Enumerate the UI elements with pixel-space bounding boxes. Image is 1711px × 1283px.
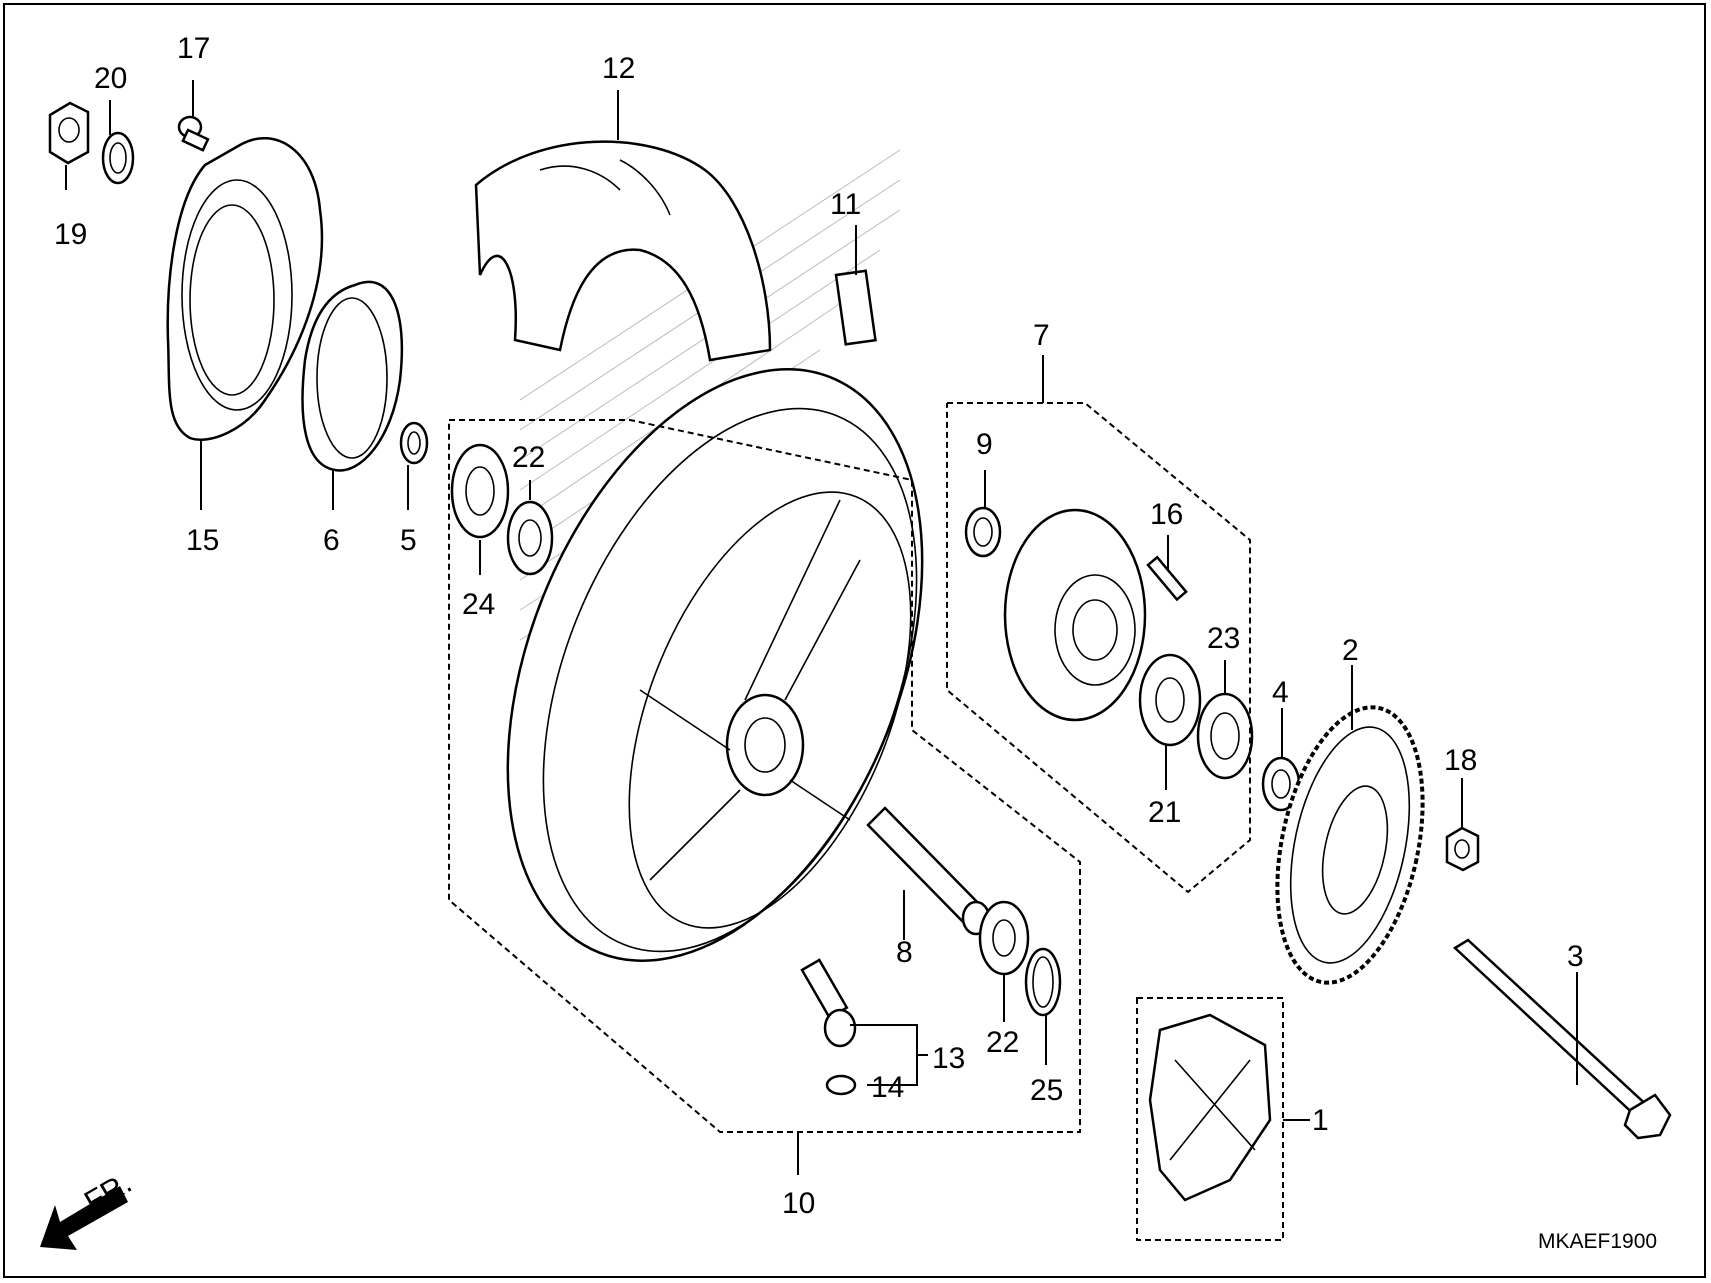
part-18-nut	[1445, 826, 1480, 872]
callout-24: 24	[462, 588, 495, 621]
part-25-circlip	[1024, 947, 1062, 1017]
callout-20: 20	[94, 62, 127, 95]
front-direction-arrow: FR.	[40, 1166, 137, 1250]
callout-4: 4	[1272, 676, 1289, 709]
part-5-collar	[399, 421, 429, 465]
part-16-stud	[1146, 555, 1188, 602]
part-19-nut	[48, 101, 90, 165]
diagram-frame	[3, 3, 1706, 1278]
part-13-valve	[800, 958, 857, 1048]
callout-1: 1	[1312, 1104, 1329, 1137]
callout-7: 7	[1033, 319, 1050, 352]
part-14-o-ring	[825, 1074, 857, 1096]
callout-8: 8	[896, 936, 913, 969]
part-11-weight	[834, 269, 877, 346]
group-outline-10	[448, 419, 1081, 1133]
callout-11: 11	[830, 188, 861, 221]
part-15-brake-disc	[166, 136, 324, 441]
callout-14: 14	[871, 1071, 904, 1104]
callout-16: 16	[1150, 498, 1183, 531]
callout-22-left: 22	[512, 441, 545, 474]
callout-2: 2	[1342, 634, 1359, 667]
group-outline-1	[1136, 997, 1284, 1241]
callout-6: 6	[323, 524, 340, 557]
part-2-sprocket	[1275, 705, 1425, 985]
callout-9: 9	[976, 428, 993, 461]
part-6-plate	[301, 280, 404, 472]
part-20-washer	[101, 131, 135, 185]
callout-19: 19	[54, 218, 87, 251]
part-9-collar	[964, 506, 1002, 558]
part-23-seal	[1196, 692, 1254, 780]
callout-17: 17	[177, 32, 210, 65]
callout-21: 21	[1148, 796, 1181, 829]
part-17-bolt	[177, 115, 210, 152]
callout-22-right: 22	[986, 1026, 1019, 1059]
part-22-bearing-right	[978, 900, 1030, 976]
callout-10: 10	[782, 1187, 815, 1220]
callout-18: 18	[1444, 744, 1477, 777]
diagram-code: MKAEF1900	[1538, 1230, 1657, 1253]
callout-25: 25	[1030, 1074, 1063, 1107]
part-1-damper	[1148, 1013, 1272, 1202]
part-8-spacer	[866, 806, 991, 936]
part-24-bearing	[450, 443, 510, 539]
callout-5: 5	[400, 524, 417, 557]
part-3-axle	[1452, 938, 1672, 1140]
callout-12: 12	[602, 52, 635, 85]
part-7-flange	[1003, 508, 1147, 722]
group-outline-7	[946, 402, 1251, 894]
leader-lines	[65, 80, 1578, 1175]
part-22-bearing	[506, 500, 554, 576]
part-10-wheel	[506, 368, 924, 962]
part-21-bearing	[1138, 653, 1202, 747]
callout-13: 13	[932, 1042, 965, 1075]
callout-3: 3	[1567, 940, 1584, 973]
callout-23: 23	[1207, 622, 1240, 655]
callout-15: 15	[186, 524, 219, 557]
part-12-tire	[474, 140, 772, 362]
